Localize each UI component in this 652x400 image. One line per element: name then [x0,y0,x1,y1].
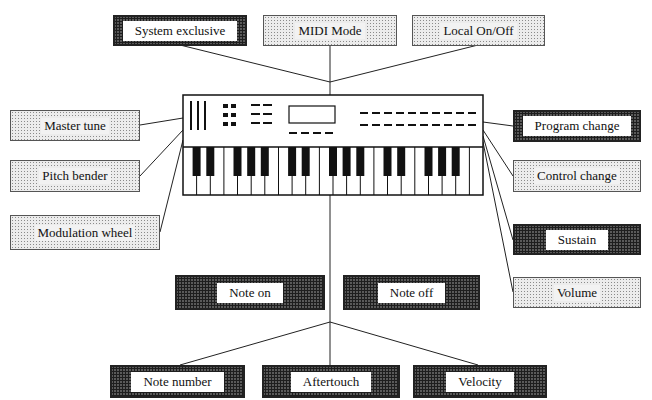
message-box-light: Pitch bender [10,160,140,192]
message-box-light: Control change [513,160,641,192]
message-box-dark: Sustain [513,224,641,255]
box-label: Volume [554,285,600,301]
message-box-light: Modulation wheel [10,215,160,250]
message-box-light: MIDI Mode [263,15,397,46]
box-label: Note on [217,283,283,303]
box-label: Local On/Off [440,23,516,39]
box-label: Program change [523,116,632,136]
box-label: Master tune [41,118,109,134]
message-box-dark: System exclusive [113,15,247,46]
message-box-light: Local On/Off [412,15,545,46]
box-label: Pitch bender [39,168,110,184]
box-label: Control change [534,168,620,184]
message-box-light: Volume [513,277,641,308]
box-label: Sustain [546,230,608,250]
box-label: MIDI Mode [295,23,364,39]
box-label: Aftertouch [291,372,371,392]
message-box-dark: Note on [175,275,325,310]
box-label: Velocity [446,372,513,392]
message-box-dark: Note number [110,365,245,398]
message-box-dark: Aftertouch [262,365,400,398]
box-label: Modulation wheel [35,225,136,241]
message-box-dark: Velocity [413,365,547,398]
box-label: System exclusive [123,21,238,41]
box-label: Note number [131,372,223,392]
message-box-light: Master tune [10,110,140,141]
message-box-dark: Note off [343,275,480,310]
box-label: Note off [378,283,445,303]
message-box-dark: Program change [513,110,641,142]
